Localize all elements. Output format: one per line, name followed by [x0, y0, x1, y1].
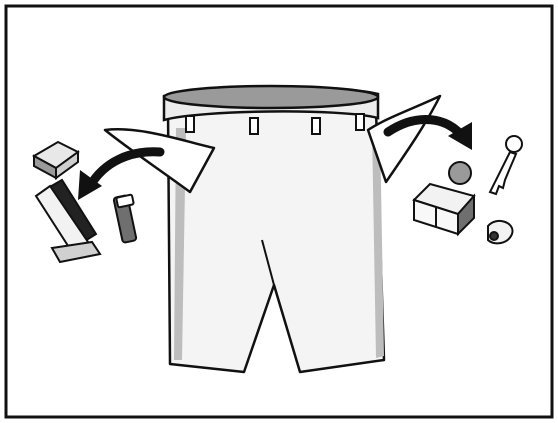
earbud-icon: [488, 221, 513, 243]
coin-icon: [449, 162, 471, 184]
